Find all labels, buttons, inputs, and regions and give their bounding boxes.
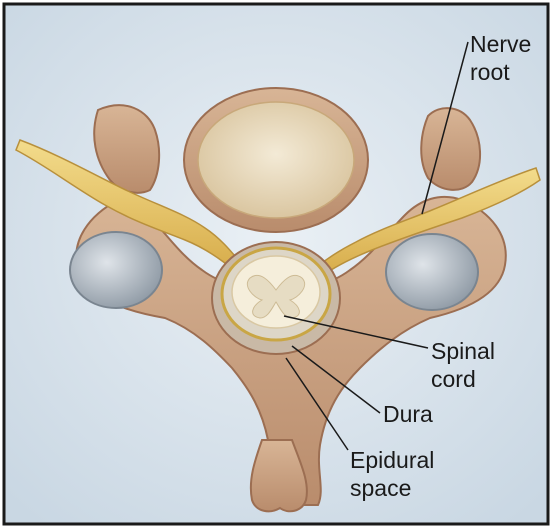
label-spinal-cord: Spinal cord [431,337,495,393]
label-nerve-root-line2: root [470,58,531,86]
intervertebral-disc [198,102,354,218]
label-epidural-space-line2: space [350,474,434,502]
facet-joint-right [386,234,478,310]
label-spinal-cord-line1: Spinal [431,337,495,365]
transverse-process-right [421,108,480,190]
label-spinal-cord-line2: cord [431,365,495,393]
label-dura: Dura [383,400,433,428]
label-epidural-space: Epidural space [350,446,434,502]
label-epidural-space-line1: Epidural [350,446,434,474]
facet-joint-left [70,232,162,308]
label-nerve-root-line1: Nerve [470,30,531,58]
label-nerve-root: Nerve root [470,30,531,86]
